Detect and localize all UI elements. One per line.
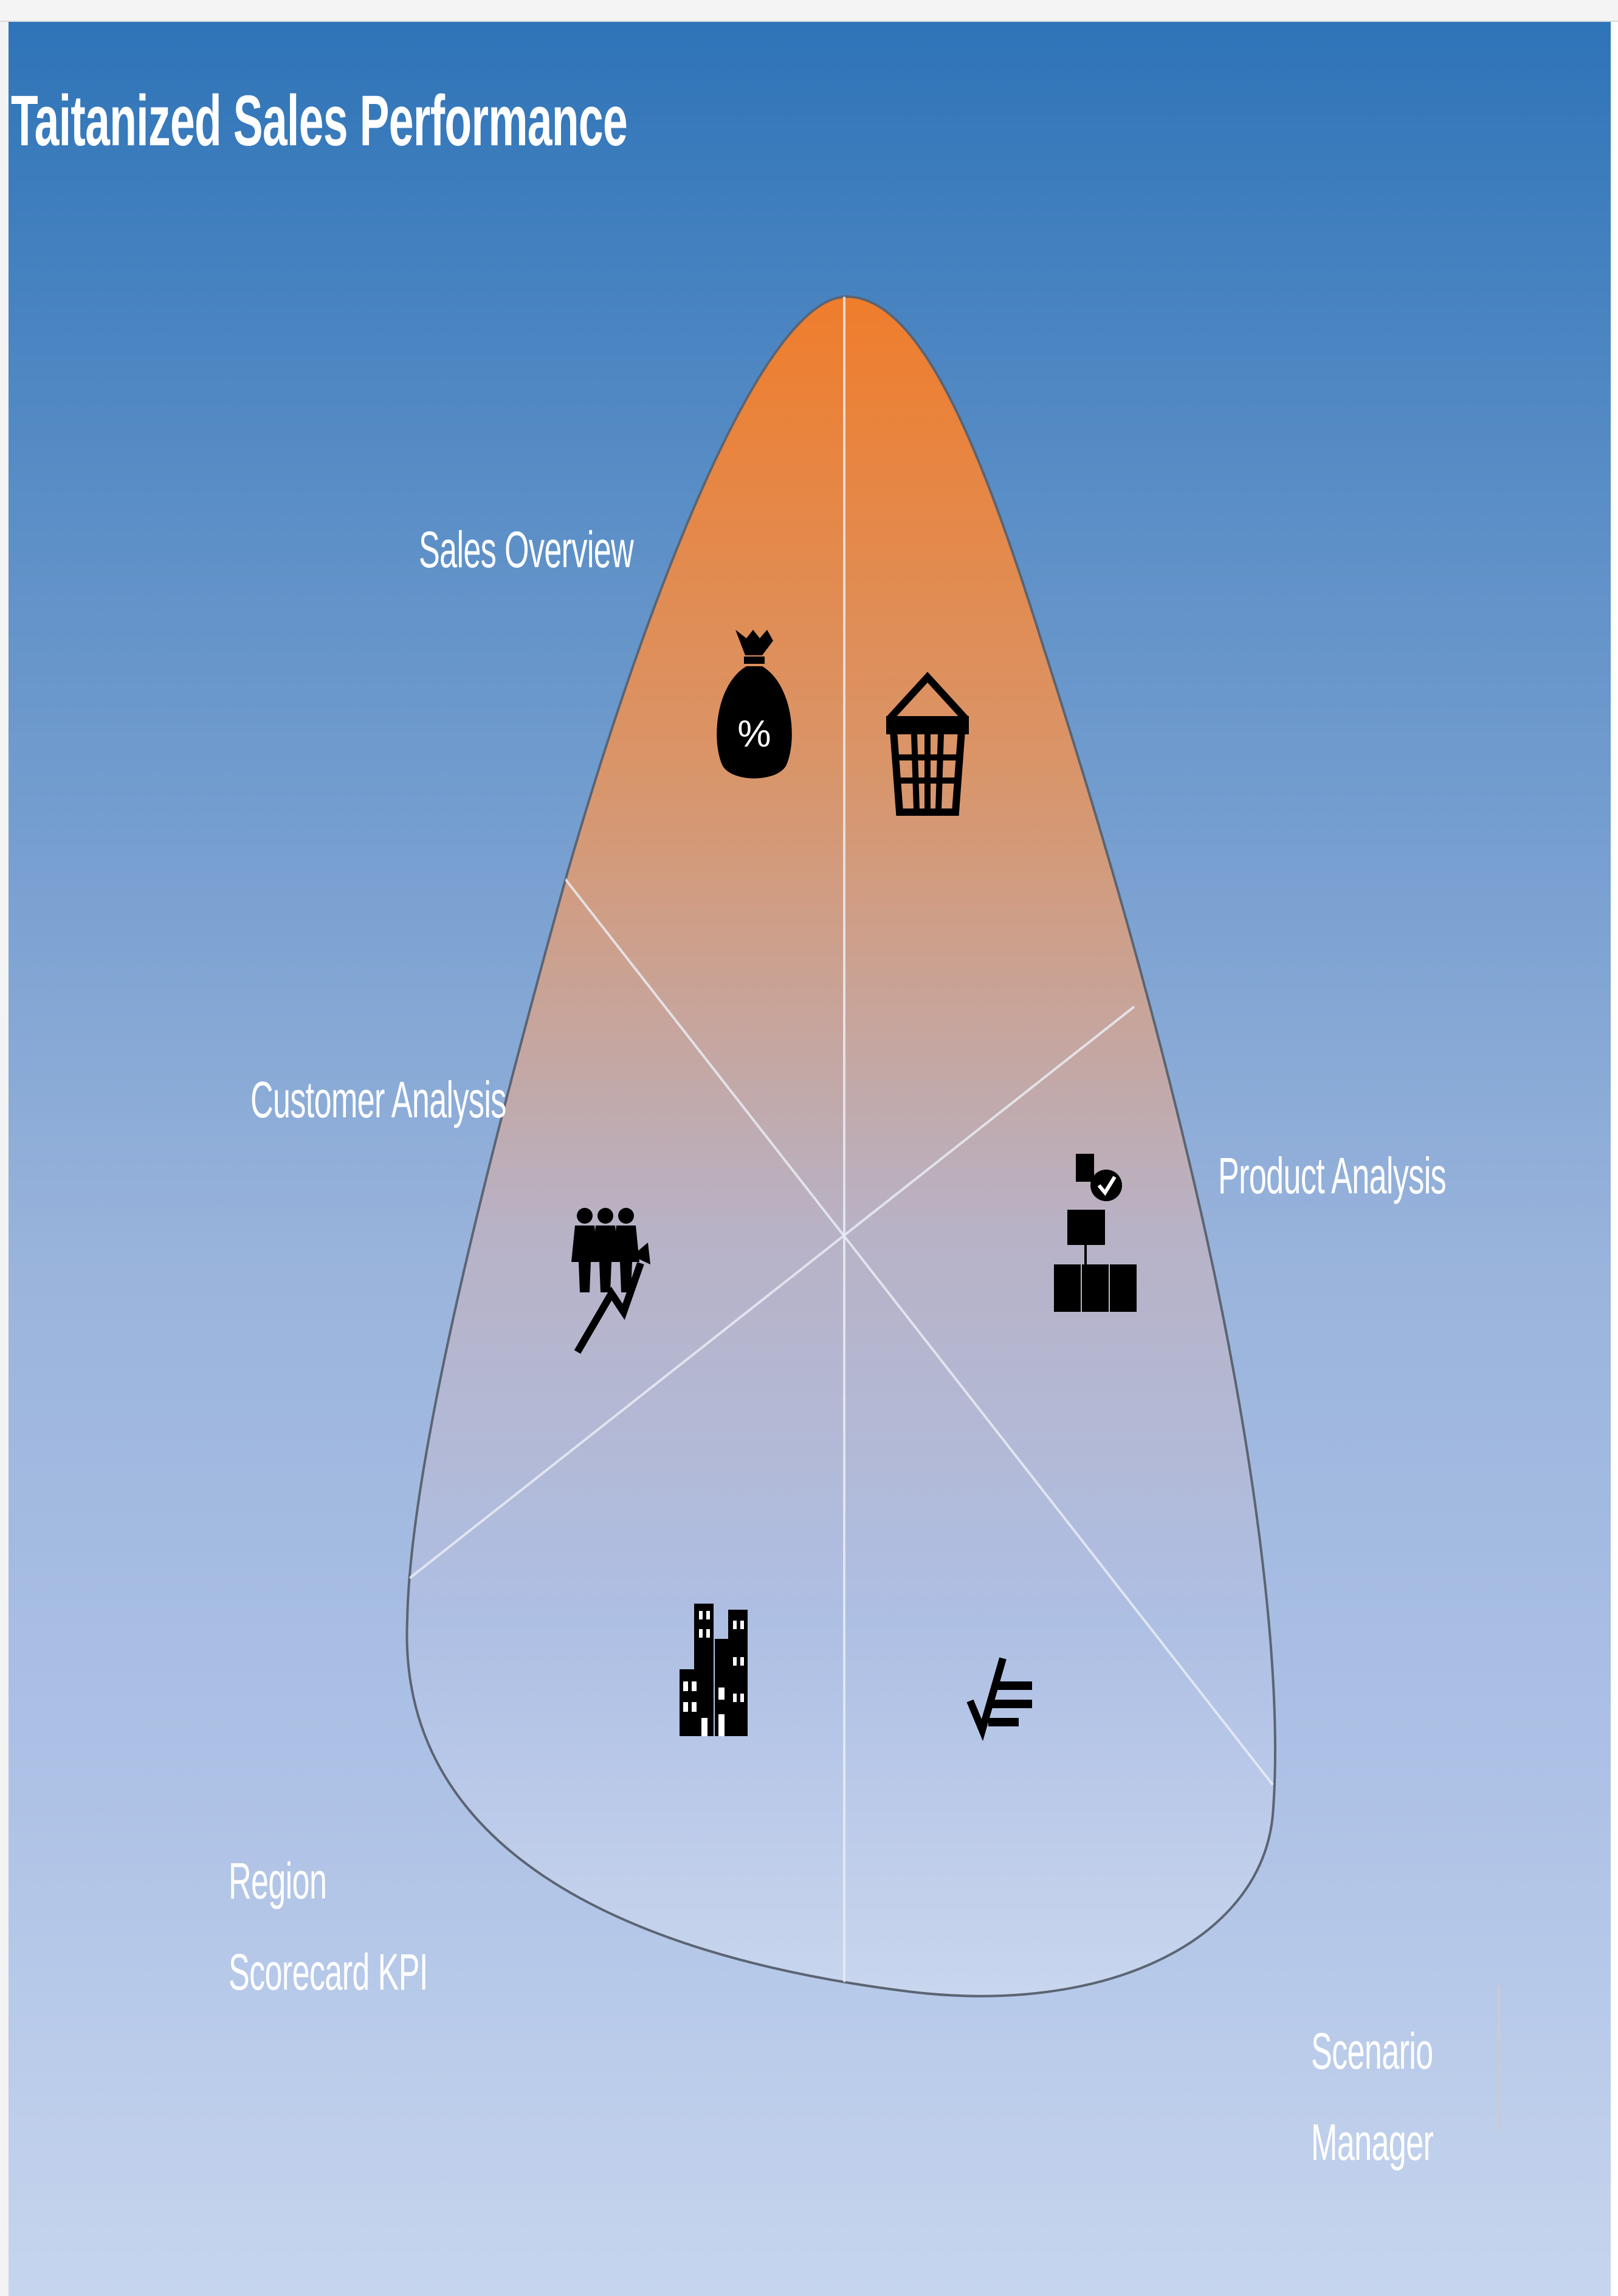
navigation-diagram: %: [405, 295, 1276, 1998]
vertical-divider: [1498, 1985, 1500, 2131]
nav-sales-overview[interactable]: Sales Overview: [419, 521, 634, 578]
boxes-check-icon: [1054, 1154, 1137, 1312]
page-title: Taitanized Sales Performance: [11, 81, 628, 161]
nav-scenario-line2[interactable]: Manager: [1311, 2114, 1434, 2171]
window-edge: [1611, 22, 1618, 2296]
shopping-basket-icon: [886, 672, 969, 816]
report-canvas: Taitanized Sales Performance: [9, 22, 1611, 2296]
svg-text:%: %: [737, 713, 771, 755]
nav-product-analysis[interactable]: Product Analysis: [1218, 1147, 1447, 1204]
teardrop-shape: [405, 295, 1276, 1998]
city-buildings-icon: [680, 1604, 748, 1736]
nav-region-line2[interactable]: Scorecard KPI: [229, 1943, 428, 2001]
segment-dividers: [408, 297, 1274, 1996]
people-growth-icon: [571, 1208, 650, 1354]
nav-scenario-line1[interactable]: Scenario: [1311, 2022, 1433, 2080]
nav-customer-analysis[interactable]: Customer Analysis: [250, 1071, 506, 1128]
money-bag-percent-icon: %: [717, 630, 792, 779]
window-top-bar: [0, 0, 1618, 22]
checklist-icon: [966, 1657, 1032, 1742]
nav-region-line1[interactable]: Region: [229, 1852, 327, 1909]
